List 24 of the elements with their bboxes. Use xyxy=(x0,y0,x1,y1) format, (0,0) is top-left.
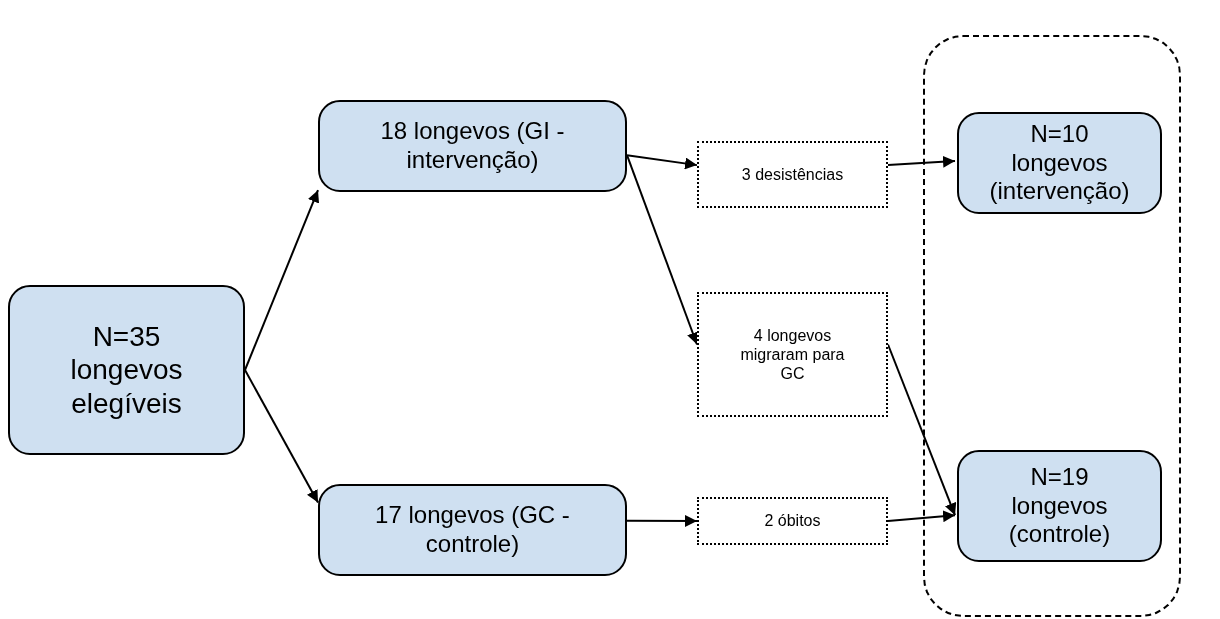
node-label: 18 longevos (GI - intervenção) xyxy=(379,117,566,175)
arrow xyxy=(626,154,699,346)
note-box xyxy=(697,497,888,545)
node-label: N=19 longevos (controle) xyxy=(1007,462,1112,550)
arrow xyxy=(626,514,698,527)
arrow xyxy=(887,155,956,168)
arrow xyxy=(626,154,698,170)
process-box xyxy=(8,285,245,455)
process-box xyxy=(318,484,627,576)
process-box xyxy=(318,100,627,192)
process-box xyxy=(957,450,1162,562)
node-label: 17 longevos (GC - controle) xyxy=(374,501,571,559)
process-box xyxy=(957,112,1162,214)
note-box xyxy=(697,292,888,417)
node-label: N=35 longevos elegíveis xyxy=(69,319,184,421)
note-box xyxy=(697,141,888,208)
dashed-group-box xyxy=(923,35,1181,617)
arrow xyxy=(244,369,319,504)
arrow xyxy=(244,189,320,371)
node-label: N=10 longevos (intervenção) xyxy=(988,119,1131,207)
node-label: 2 óbitos xyxy=(763,511,822,531)
arrow xyxy=(887,510,956,523)
node-label: 4 longevos migraram para GC xyxy=(739,325,846,384)
node-label: 3 desistências xyxy=(740,164,845,185)
